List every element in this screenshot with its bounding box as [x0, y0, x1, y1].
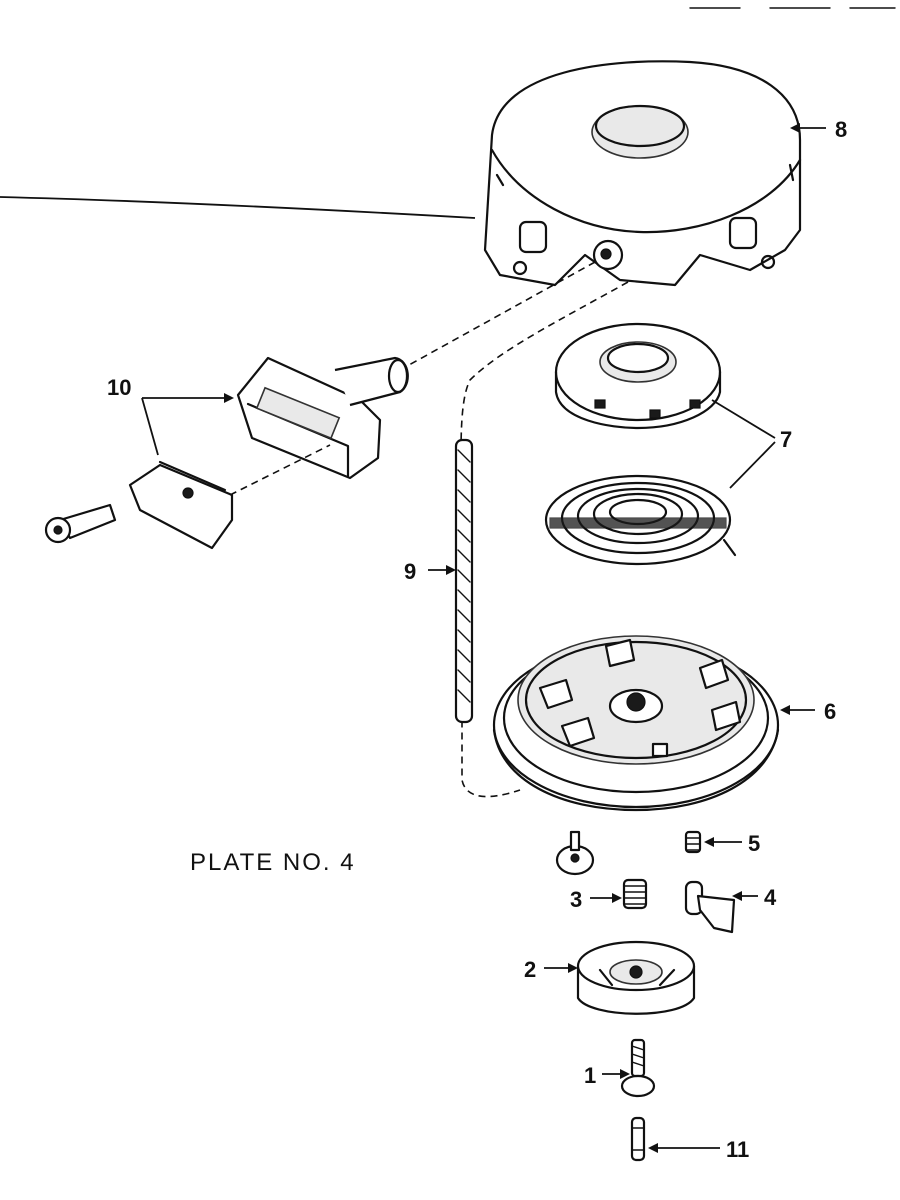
housing-leader-line: [0, 196, 476, 219]
shoulder-screw-icon: [620, 1038, 656, 1098]
pin-icon: [630, 1116, 646, 1162]
arrow-1: [620, 1069, 630, 1079]
compression-spring-icon: [622, 878, 648, 910]
arrow-6: [780, 705, 790, 715]
callout-6: 6: [824, 699, 836, 724]
arrow-2: [568, 963, 578, 973]
callout-2: 2: [524, 957, 536, 982]
retainer-cup-icon: [576, 940, 696, 1015]
leader-10b: [141, 397, 159, 456]
pulley-icon: [492, 635, 780, 812]
small-spring-icon: [684, 830, 702, 854]
callout-4: 4: [764, 885, 777, 910]
insert-dashed-line: [229, 444, 331, 496]
rope-path-to-pulley: [460, 281, 629, 798]
recoil-spring-and-cover-icon: [544, 322, 737, 566]
arrow-4: [732, 891, 742, 901]
rope-path-to-handle: [399, 261, 596, 371]
arrow-8: [790, 123, 800, 133]
arrow-11: [648, 1143, 658, 1153]
plate-title: PLATE NO. 4: [190, 849, 356, 876]
arrow-5: [704, 837, 714, 847]
arrow-10: [224, 393, 234, 403]
pawl-icon: [684, 880, 736, 934]
starter-rope-icon: [454, 438, 474, 724]
leader-7b: [729, 441, 776, 489]
leader-7a: [711, 399, 776, 439]
callout-1: 1: [584, 1063, 596, 1088]
callout-7: 7: [780, 427, 792, 452]
callout-5: 5: [748, 831, 760, 856]
small-screw-icon: [555, 830, 595, 876]
callout-3: 3: [570, 887, 582, 912]
callout-9: 9: [404, 559, 416, 584]
callout-11: 11: [726, 1137, 749, 1162]
handle-and-insert-icon: [44, 356, 409, 550]
starter-housing-icon: [483, 60, 802, 287]
arrow-3: [612, 893, 622, 903]
callout-10: 10: [107, 375, 131, 400]
arrow-9: [446, 565, 456, 575]
callout-8: 8: [835, 117, 847, 142]
